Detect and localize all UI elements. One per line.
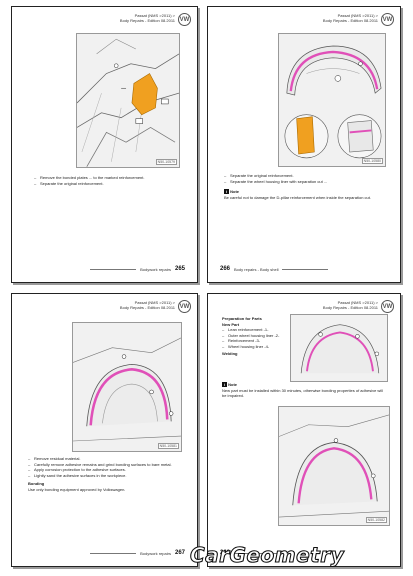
page-number: 266	[220, 266, 231, 272]
vw-logo-icon: VW	[381, 300, 394, 313]
part-item: Wheel housing liner -4-	[222, 344, 302, 350]
note-text: New part must be installed within 30 min…	[222, 387, 383, 399]
vw-logo-icon: VW	[178, 13, 191, 26]
repair-illustration: N50-10580	[278, 33, 386, 167]
header-model: Passat (NMS >2011) >	[134, 13, 175, 18]
footer-section: Bodywork repairs	[140, 266, 171, 272]
repair-illustration: N50-10579	[76, 33, 180, 168]
page-header: Passat (NMS >2011) > Body Repairs - Edit…	[323, 13, 394, 26]
step-2: Separate the wheel housing liner with se…	[224, 179, 384, 185]
new-part-drawing	[300, 324, 380, 374]
figure-code: N50-10580	[361, 158, 383, 164]
step-2: Separate the original reinforcement.	[34, 181, 184, 187]
header-model: Passat (NMS >2011) >	[134, 300, 175, 305]
manual-page-268: Passat (NMS >2011) > Body Repairs - Edit…	[207, 293, 401, 567]
page-footer: 268	[220, 550, 281, 556]
header-edition: Body Repairs - Edition 08.2011	[322, 18, 378, 23]
note-text: Be careful not to damage the D-pillar re…	[224, 194, 371, 200]
instructions: Remove residual material. Carefully remo…	[28, 456, 188, 492]
step-1: Remove the bonded plates ... to the mark…	[34, 175, 184, 181]
wheel-housing-drawing	[284, 45, 382, 159]
bonding-text: Use only bonding equipment approved by V…	[28, 486, 126, 492]
manual-page-266: Passat (NMS >2011) > Body Repairs - Edit…	[207, 6, 401, 283]
page-header: Passat (NMS >2011) > Body Repairs - Edit…	[120, 300, 191, 313]
note-icon: i	[222, 382, 227, 387]
car-body-drawing	[77, 38, 179, 167]
footer-section: Bodywork repairs	[140, 550, 171, 556]
page-footer: Bodywork repairs 267	[90, 550, 185, 556]
vw-logo-icon: VW	[178, 300, 191, 313]
header-edition: Body Repairs - Edition 08.2011	[119, 18, 175, 23]
page-number: 265	[174, 266, 185, 272]
page-header: Passat (NMS >2011) > Body Repairs - Edit…	[120, 13, 191, 26]
bonding-surface-line	[89, 368, 169, 426]
note-label: Note	[228, 382, 238, 387]
manual-page-265: Passat (NMS >2011) > Body Repairs - Edit…	[11, 6, 198, 283]
note-block: i Note New part must be installed within…	[222, 382, 388, 399]
part-item: Outer wheel housing liner -2-	[222, 333, 302, 339]
installation-illustration: N50-10582	[278, 406, 390, 526]
part-item: Lean reinforcement -1-	[222, 327, 302, 333]
note-label: Note	[230, 189, 240, 194]
step-4: Lightly sand the adhesive surfaces in th…	[28, 473, 188, 479]
page-number: 268	[220, 550, 231, 556]
header-edition: Body Repairs - Edition 08.2011	[119, 305, 175, 310]
section-title: Preparation for Parts	[222, 316, 262, 321]
header-model: Passat (NMS >2011) >	[337, 300, 378, 305]
note-block: i Note Be careful not to damage the D-pi…	[224, 189, 384, 200]
watermark-logo: CarGeometry	[189, 542, 345, 567]
bonding-block: Bonding Use only bonding equipment appro…	[28, 481, 188, 492]
instructions: Remove the bonded plates ... to the mark…	[34, 175, 184, 186]
part-item: Reinforcement -3-	[222, 338, 302, 344]
separation-cut-line	[289, 50, 379, 92]
page-footer: 266 Body repairs - Body shell	[220, 266, 329, 272]
step-1: Separate the original reinforcement.	[224, 173, 384, 179]
figure-code: N50-10582	[365, 517, 387, 523]
bonding-label: Bonding	[28, 481, 45, 486]
wheel-arch-drawing	[73, 337, 181, 442]
preparation-section: Preparation for Parts New Part Lean rein…	[222, 316, 302, 357]
header-model: Passat (NMS >2011) >	[337, 13, 378, 18]
welding-title: Welding	[222, 351, 238, 356]
figure-code: N50-10581	[157, 443, 179, 449]
manual-page-267: Passat (NMS >2011) > Body Repairs - Edit…	[11, 293, 198, 567]
repair-illustration	[290, 314, 388, 382]
highlighted-reinforcement	[131, 73, 158, 116]
page-footer: Bodywork repairs 265	[90, 266, 185, 272]
instructions: Separate the original reinforcement. Sep…	[224, 173, 384, 200]
repair-illustration: N50-10581	[72, 322, 182, 452]
note-icon: i	[224, 189, 229, 194]
page-number: 267	[174, 550, 185, 556]
header-edition: Body Repairs - Edition 08.2011	[322, 305, 378, 310]
vw-logo-icon: VW	[381, 13, 394, 26]
page-header: Passat (NMS >2011) > Body Repairs - Edit…	[323, 300, 394, 313]
footer-section: Body repairs - Body shell	[234, 266, 279, 272]
step-3: Apply corrosion protection to the adhesi…	[28, 467, 188, 473]
installed-parts-drawing	[279, 414, 389, 518]
step-2: Carefully remove adhesive remains and gr…	[28, 462, 188, 468]
figure-code: N50-10579	[155, 159, 177, 165]
step-1: Remove residual material.	[28, 456, 188, 462]
section-subtitle: New Part	[222, 321, 240, 327]
